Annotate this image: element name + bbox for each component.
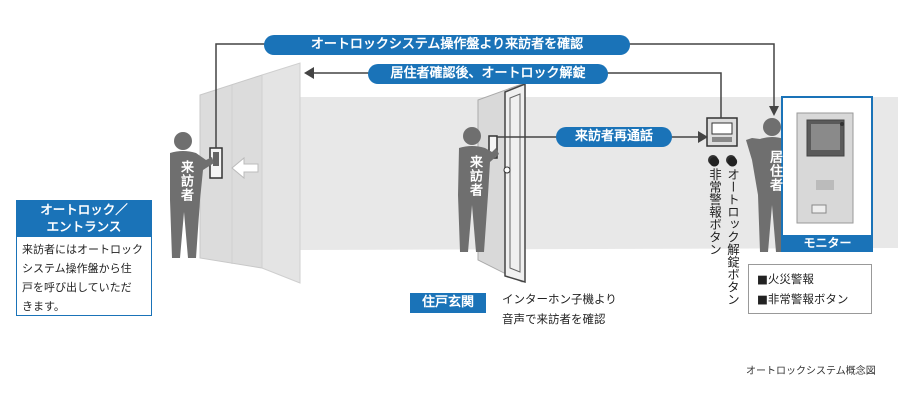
flow-recall-arrowhead xyxy=(698,131,708,143)
emergency-button-label: ●非常警報ボタン xyxy=(707,153,722,256)
entrance-body-line1: 来訪者にはオートロック xyxy=(22,243,143,256)
entrance-body-line3: 戸を呼び出していただ xyxy=(22,281,132,294)
entrance-body-line2: システム操作盤から住 xyxy=(22,262,132,275)
entrance-title-line1: オートロック／ xyxy=(40,202,128,217)
door-caption: インターホン子機より 音声で来訪者を確認 xyxy=(502,289,617,329)
door-caption-line2: 音声で来訪者を確認 xyxy=(502,312,606,326)
entrance-body-line4: きます。 xyxy=(22,300,65,313)
unlock-dot xyxy=(726,155,736,165)
flow-recall-label: 来訪者再通話 xyxy=(556,127,672,147)
flow-middle-arrowhead xyxy=(304,67,314,79)
monitor-button xyxy=(811,204,827,214)
resident-figure xyxy=(746,118,790,252)
residence-door-inner xyxy=(509,93,521,273)
wall-band xyxy=(295,97,898,250)
unlock-button-label: ●オートロック解錠ボタン xyxy=(725,153,740,306)
entrance-title-line2: エントランス xyxy=(46,219,122,234)
resident-label: 居住者 xyxy=(767,150,782,192)
diagram-caption: オートロックシステム概念図 xyxy=(746,366,876,377)
entrance-panel-screen xyxy=(213,152,219,166)
visitor-door-label: 来訪者 xyxy=(467,155,482,197)
monitor-led xyxy=(840,122,844,126)
flow-top-label: オートロックシステム操作盤より来訪者を確認 xyxy=(264,35,630,55)
entrance-box-title: オートロック／ エントランス xyxy=(16,200,152,236)
visitor-door-figure xyxy=(458,127,499,252)
indoor-unit-keys xyxy=(712,137,732,142)
door-arrow-icon xyxy=(231,156,259,180)
monitor-label: モニター xyxy=(783,235,872,252)
legend-box: ■火災警報 ■非常警報ボタン xyxy=(748,264,872,314)
indoor-unit-screen xyxy=(711,122,733,135)
door-knob xyxy=(503,166,511,174)
emergency-dot xyxy=(708,155,718,165)
monitor-screen-inner xyxy=(811,124,840,150)
visitor-entrance-figure xyxy=(170,132,214,258)
entrance-box-body: 来訪者にはオートロック システム操作盤から住 戸を呼び出していただ きます。 xyxy=(16,236,152,316)
door-caption-line1: インターホン子機より xyxy=(502,292,617,306)
flow-middle-label: 居住者確認後、オートロック解錠 xyxy=(368,64,608,84)
visitor-entrance-label: 来訪者 xyxy=(178,160,193,202)
flow-top-arrowhead xyxy=(769,106,779,116)
residence-door xyxy=(504,82,526,284)
legend-item-emergency: ■非常警報ボタン xyxy=(757,292,849,306)
monitor-speaker xyxy=(816,180,834,190)
entrance-door-right xyxy=(261,62,301,284)
door-label: 住戸玄関 xyxy=(410,293,486,313)
legend-item-fire: ■火災警報 xyxy=(757,272,814,286)
